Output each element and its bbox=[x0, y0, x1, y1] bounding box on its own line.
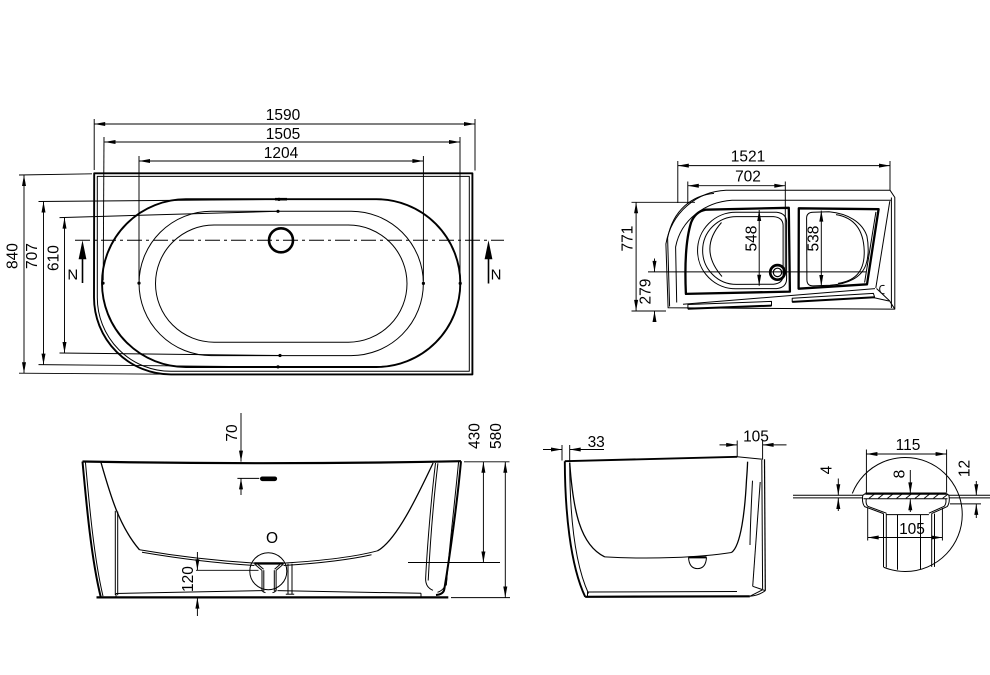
svg-text:120: 120 bbox=[180, 566, 197, 592]
svg-text:840: 840 bbox=[5, 243, 22, 269]
svg-text:702: 702 bbox=[735, 169, 761, 186]
svg-text:O: O bbox=[266, 530, 278, 547]
svg-text:707: 707 bbox=[24, 243, 41, 269]
svg-text:1505: 1505 bbox=[266, 126, 300, 143]
svg-text:1590: 1590 bbox=[266, 107, 301, 124]
svg-text:8: 8 bbox=[892, 470, 909, 479]
svg-text:N: N bbox=[491, 267, 502, 284]
svg-text:70: 70 bbox=[224, 424, 241, 442]
svg-text:430: 430 bbox=[466, 423, 483, 449]
svg-text:12: 12 bbox=[957, 460, 974, 477]
svg-text:538: 538 bbox=[806, 226, 823, 252]
svg-text:115: 115 bbox=[896, 437, 921, 454]
svg-text:105: 105 bbox=[743, 428, 769, 445]
svg-text:N: N bbox=[67, 267, 78, 284]
svg-text:610: 610 bbox=[45, 245, 62, 271]
svg-text:771: 771 bbox=[620, 226, 637, 252]
svg-text:1521: 1521 bbox=[731, 148, 765, 165]
svg-text:33: 33 bbox=[588, 434, 605, 451]
svg-text:548: 548 bbox=[743, 226, 760, 252]
svg-text:279: 279 bbox=[638, 279, 655, 305]
svg-text:1204: 1204 bbox=[264, 145, 299, 162]
svg-text:105: 105 bbox=[899, 521, 925, 538]
svg-text:580: 580 bbox=[488, 423, 505, 449]
svg-text:4: 4 bbox=[819, 465, 836, 474]
